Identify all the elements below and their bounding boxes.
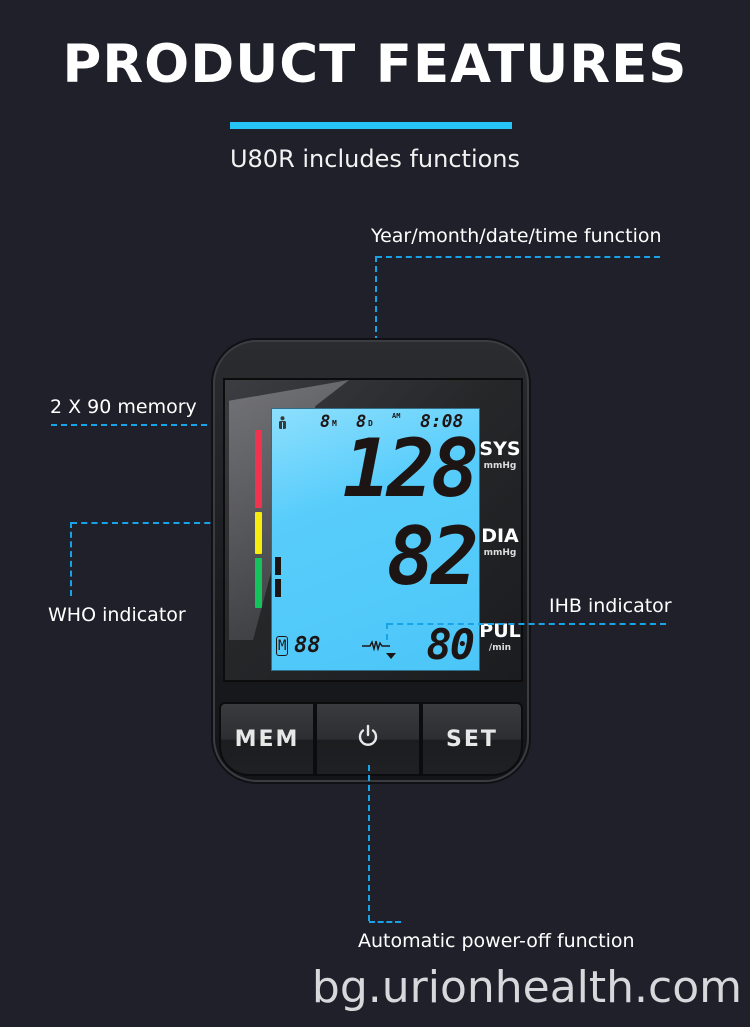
lcd-dia-value: 82 <box>386 510 479 603</box>
lcd-time: 8:08 <box>420 411 464 432</box>
blood-pressure-monitor: 8 M 8 D AM 8:08 128 82 M 88 80 SYS mmHg … <box>213 340 529 782</box>
sys-label: SYS <box>479 438 521 460</box>
dia-label: DIA <box>481 525 519 547</box>
who-indicator-yellow <box>255 512 262 554</box>
lcd-day-suffix: D <box>368 419 373 428</box>
button-row: MEM SET <box>219 702 523 776</box>
watermark: bg.urionhealth.com <box>311 962 742 1013</box>
callout-memory-label: 2 X 90 memory <box>50 396 197 418</box>
lcd-pulse-value: 80 <box>426 620 475 669</box>
who-indicator-red <box>255 430 262 508</box>
page-title: PRODUCT FEATURES <box>62 34 688 95</box>
power-icon <box>356 724 380 754</box>
callout-ihb-line <box>387 623 666 625</box>
callout-datetime-line-v <box>375 256 377 412</box>
lcd-month: 8 <box>320 412 331 432</box>
lcd-day: 8 <box>356 412 367 432</box>
callout-who-label: WHO indicator <box>48 604 186 626</box>
lcd-month-suffix: M <box>332 419 337 428</box>
power-button[interactable] <box>315 702 421 776</box>
set-button[interactable]: SET <box>421 702 523 776</box>
sys-unit: mmHg <box>483 461 517 471</box>
lcd-memory-value: 88 <box>294 633 321 658</box>
who-indicator-green <box>255 558 262 608</box>
callout-power-line <box>369 921 401 923</box>
callout-datetime-line <box>376 256 660 258</box>
lcd-screen: 8 M 8 D AM 8:08 128 82 M 88 80 <box>271 408 480 671</box>
callout-power-line-v <box>368 765 370 921</box>
callout-who-line <box>71 522 241 524</box>
ihb-arrow-icon <box>386 653 396 659</box>
pul-unit: /min <box>488 643 512 653</box>
lcd-am-pm: AM <box>392 412 401 420</box>
lcd-bar-top <box>275 557 281 575</box>
memory-badge: M <box>276 636 289 656</box>
title-underline <box>230 122 512 129</box>
dia-unit: mmHg <box>483 548 517 558</box>
callout-memory-line <box>51 424 277 426</box>
lcd-bar-bottom <box>275 579 281 597</box>
user-icon <box>278 416 287 430</box>
page-subtitle: U80R includes functions <box>229 145 521 173</box>
callout-ihb-label: IHB indicator <box>549 595 672 617</box>
callout-who-line-v <box>70 522 72 596</box>
heartbeat-icon <box>362 638 392 652</box>
lcd-sys-value: 128 <box>342 422 479 515</box>
pul-label: PUL <box>479 620 521 642</box>
callout-datetime-label: Year/month/date/time function <box>371 225 662 247</box>
mem-button[interactable]: MEM <box>219 702 315 776</box>
callout-power-off-label: Automatic power-off function <box>358 930 635 952</box>
callout-ihb-line-v <box>386 623 388 640</box>
